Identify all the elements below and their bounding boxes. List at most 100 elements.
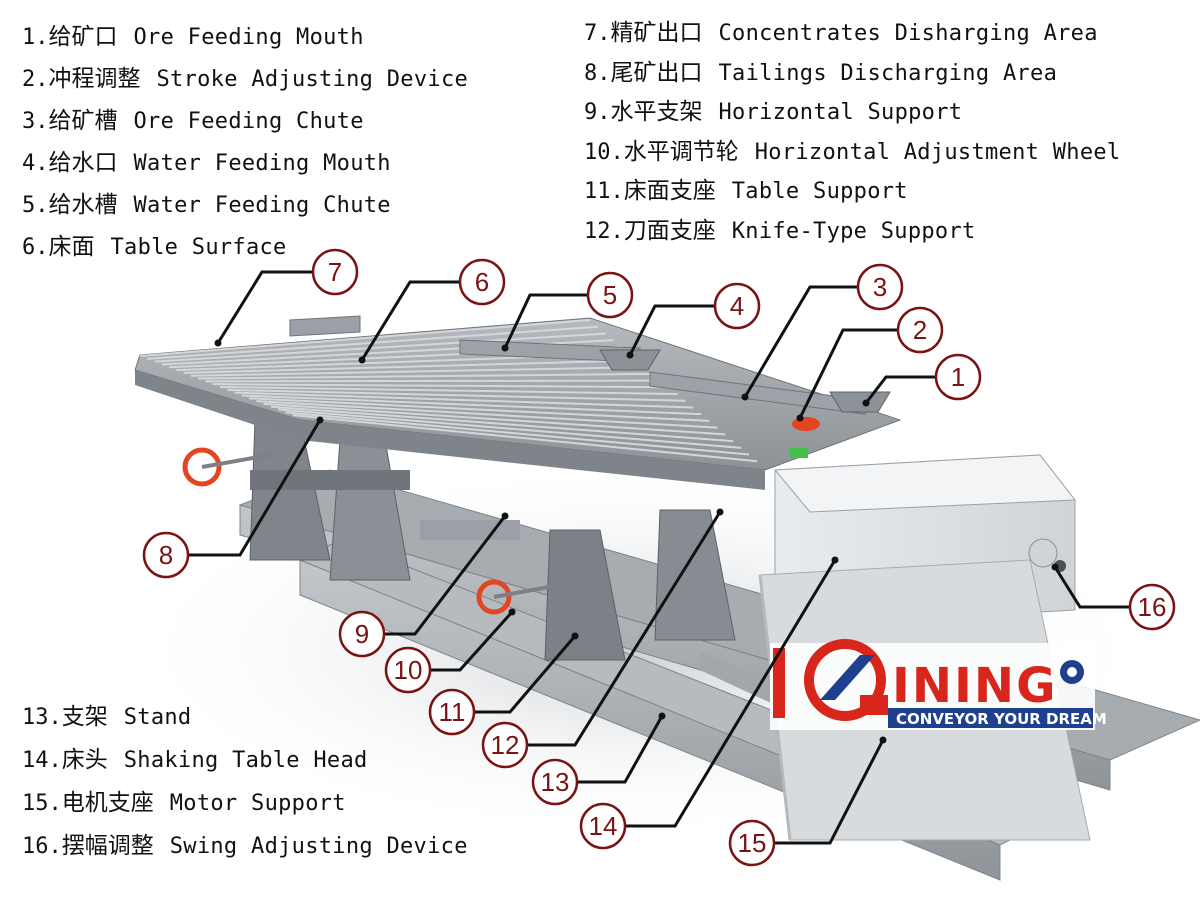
- callout-number: 12: [491, 730, 520, 760]
- riffle-line: [219, 386, 678, 395]
- callout-ring: [856, 263, 904, 311]
- callout-ring: [531, 758, 579, 806]
- callout-5: 5: [586, 271, 634, 319]
- callout-9: 9: [338, 610, 386, 658]
- legend-english-label: Ore Feeding Chute: [133, 109, 364, 134]
- leader-line-13: [555, 715, 664, 784]
- leader-line-7: [216, 270, 335, 344]
- callout-16: 16: [1128, 583, 1176, 631]
- leader-line-12: [505, 511, 722, 747]
- callout-14: 14: [579, 802, 627, 850]
- legend-chinese-label: 给矿口: [48, 24, 118, 50]
- callout-12: 12: [481, 721, 529, 769]
- legend-number: 8.: [584, 60, 611, 86]
- callout-2: 2: [896, 306, 944, 354]
- callout-15: 15: [728, 819, 776, 867]
- leader-endpoint-4: [626, 351, 634, 359]
- callout-ring: [458, 258, 506, 306]
- callout-number: 4: [730, 291, 744, 321]
- leader-line-14: [603, 559, 837, 828]
- riffle-line: [212, 383, 670, 389]
- riffle-line: [263, 402, 726, 436]
- legend-english-label: Shaking Table Head: [123, 748, 368, 773]
- leader-endpoint-2: [796, 414, 804, 422]
- callout-ring: [934, 353, 982, 401]
- legend-chinese-label: 摆幅调整: [61, 833, 154, 859]
- leader-endpoint-3: [741, 393, 749, 401]
- callout-number: 6: [475, 267, 489, 297]
- legend-english-label: Motor Support: [169, 791, 346, 816]
- callout-ring: [1128, 583, 1176, 631]
- legend-english-label: Water Feeding Mouth: [133, 151, 391, 176]
- legend-english-label: Stroke Adjusting Device: [156, 67, 469, 92]
- legend-english-label: Knife-Type Support: [731, 218, 976, 244]
- riffle-line: [234, 391, 694, 409]
- legend-number: 15.: [22, 791, 62, 816]
- legend-number: 12.: [584, 218, 624, 244]
- legend-number: 1.: [22, 25, 49, 50]
- legend-number: 2.: [22, 67, 49, 92]
- callout-ring: [384, 646, 432, 694]
- legend-chinese-label: 电机支座: [61, 790, 154, 816]
- legend-chinese-label: 水平调节轮: [623, 138, 739, 165]
- callout-number: 14: [589, 811, 618, 841]
- callout-number: 13: [541, 767, 570, 797]
- legend-chinese-label: 给水口: [48, 150, 118, 176]
- leader-endpoint-14: [831, 556, 839, 564]
- leader-endpoint-11: [571, 632, 579, 640]
- riffle-line: [154, 332, 606, 363]
- leader-endpoint-12: [716, 508, 724, 516]
- legend-chinese-label: 给水槽: [48, 192, 118, 218]
- callout-number: 7: [328, 257, 342, 287]
- leader-line-5: [503, 293, 610, 349]
- leader-endpoint-10: [508, 608, 516, 616]
- riffle-line: [198, 372, 654, 380]
- callout-ring: [728, 819, 776, 867]
- riffle-line: [278, 408, 742, 449]
- callout-13: 13: [531, 758, 579, 806]
- logo-tagline: CONVEYOR YOUR DREAM: [896, 710, 1107, 728]
- callout-6: 6: [458, 258, 506, 306]
- riffle-line: [205, 379, 662, 383]
- riffle-line: [270, 405, 734, 443]
- legend-chinese-label: 精矿出口: [610, 20, 703, 46]
- leader-line-2: [798, 328, 920, 419]
- leader-endpoint-5: [501, 344, 509, 352]
- callout-number: 11: [439, 697, 466, 727]
- callout-number: 10: [394, 655, 423, 685]
- legend-chinese-label: 床面: [48, 234, 95, 260]
- legend-english-label: Tailings Discharging Area: [718, 60, 1058, 86]
- callout-number: 9: [355, 619, 369, 649]
- callout-number: 3: [873, 272, 887, 302]
- legend-number: 10.: [584, 139, 624, 165]
- callout-ring: [338, 610, 386, 658]
- callout-number: 2: [913, 315, 927, 345]
- swing-adjusting-device: [1028, 538, 1066, 572]
- legend-number: 14.: [22, 748, 62, 773]
- legend-chinese-label: 床面支座: [623, 178, 716, 204]
- callout-ring: [428, 688, 476, 736]
- legend-chinese-label: 支架: [61, 704, 108, 730]
- leader-endpoint-15: [879, 736, 887, 744]
- legend-number: 7.: [584, 21, 611, 46]
- riffle-line: [249, 397, 710, 422]
- leader-endpoint-8: [316, 416, 324, 424]
- logo-bar: [773, 648, 785, 718]
- legend-chinese-label: 水平支架: [610, 99, 703, 125]
- legend-number: 6.: [22, 235, 49, 260]
- table-surface: [134, 315, 902, 490]
- callout-number: 1: [951, 362, 965, 392]
- leader-line-6: [360, 280, 482, 361]
- leader-line-3: [743, 285, 880, 398]
